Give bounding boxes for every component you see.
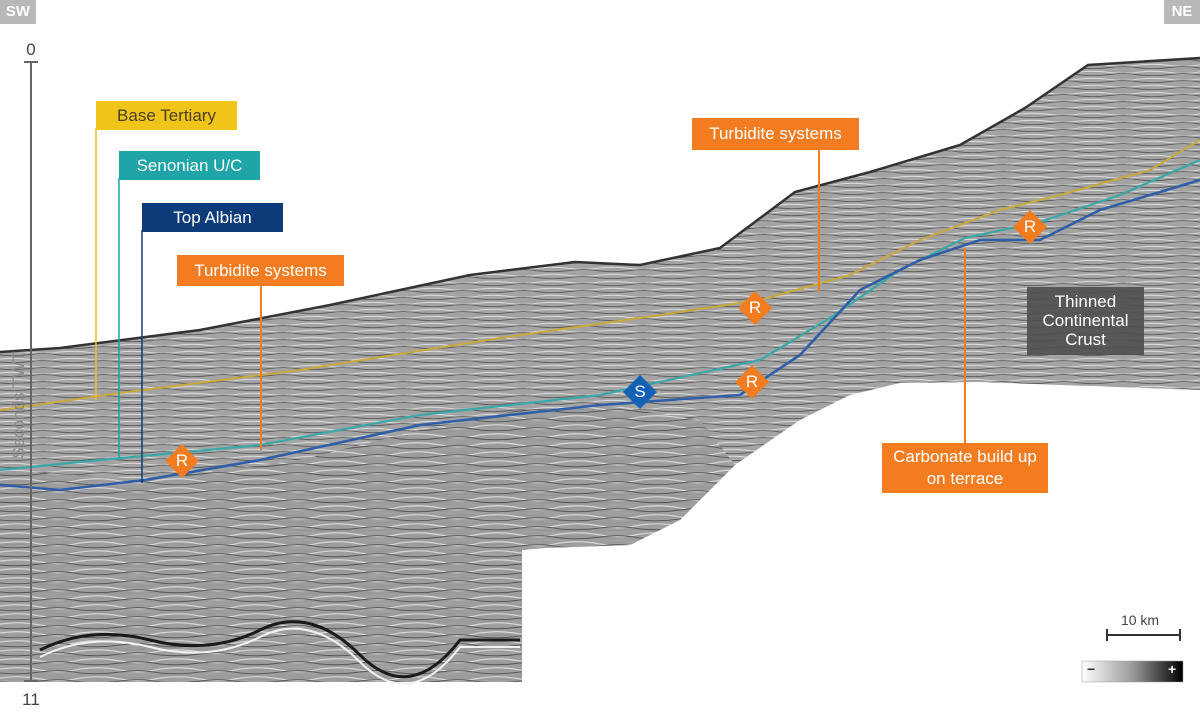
- label-crust-line3: Crust: [1065, 330, 1106, 349]
- label-base-tertiary: Base Tertiary: [96, 101, 237, 130]
- deep-reflector: [39, 620, 520, 679]
- reservoir-marker-2: R: [738, 291, 772, 325]
- label-crust-line1: Thinned: [1054, 292, 1117, 311]
- axis-top-value: 0: [26, 40, 36, 59]
- direction-sw: SW: [0, 0, 36, 24]
- reservoir-marker-4: R: [1013, 210, 1047, 244]
- seal-marker: S: [623, 375, 657, 409]
- label-turbidite-upper: Turbidite systems: [692, 118, 859, 150]
- reservoir-marker-2-label: R: [748, 298, 762, 317]
- horizon-senonian: [0, 158, 1200, 472]
- seal-marker-label: S: [634, 382, 646, 401]
- label-top-albian: Top Albian: [142, 203, 283, 232]
- label-turbidite-lower: Turbidite systems: [177, 255, 344, 286]
- colorbar-min-label: −: [1087, 661, 1096, 677]
- reservoir-marker-1-label: R: [175, 451, 189, 470]
- seafloor-reflector: [0, 56, 1200, 354]
- reservoir-marker-1: R: [165, 444, 199, 478]
- horizon-base-tertiary: [0, 139, 1200, 411]
- axis-title: Seconds TWT: [9, 351, 28, 459]
- deep-reflector-light: [39, 627, 520, 685]
- reservoir-marker-3: R: [735, 365, 769, 399]
- axis-bottom-value: 11: [22, 690, 40, 709]
- label-carbonate-line1: Carbonate build up: [893, 447, 1037, 466]
- reservoir-marker-3-label: R: [745, 372, 759, 391]
- direction-ne: NE: [1164, 0, 1200, 24]
- scale-bar-label: 10 km: [1120, 612, 1160, 628]
- label-senonian: Senonian U/C: [119, 151, 260, 180]
- label-thinned-crust: Thinned Continental Crust: [1027, 287, 1144, 355]
- reservoir-marker-4-label: R: [1023, 217, 1037, 236]
- label-carbonate: Carbonate build up on terrace: [882, 443, 1048, 493]
- amplitude-colorbar: [1081, 660, 1184, 683]
- colorbar-max-label: +: [1168, 661, 1177, 677]
- seismic-deep-section: [0, 405, 735, 682]
- label-carbonate-line2: on terrace: [926, 469, 1004, 488]
- label-crust-line2: Continental: [1042, 311, 1129, 330]
